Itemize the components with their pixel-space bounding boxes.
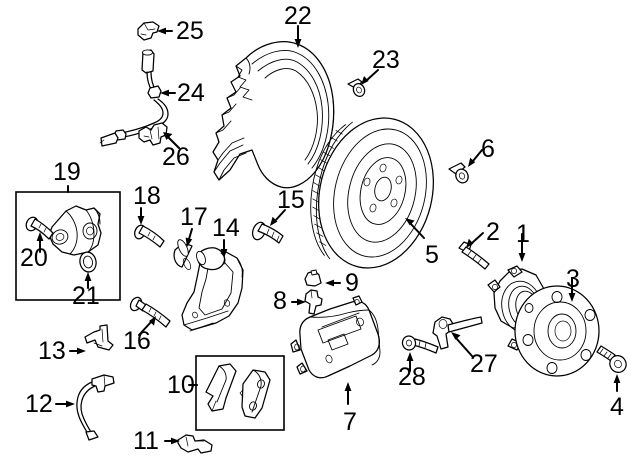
leader-11 [164, 437, 180, 445]
callout-10: 10 [167, 371, 195, 399]
leader-27 [451, 332, 473, 357]
part-3-wheel-hub-flange [514, 285, 600, 377]
part-22-brake-dust-shield [212, 41, 335, 189]
leader-1 [518, 233, 526, 262]
part-9-bleeder-cap [304, 269, 322, 287]
callout-6: 6 [481, 135, 495, 163]
callout-14: 14 [212, 214, 240, 242]
leader-3 [568, 278, 576, 302]
leader-9 [325, 279, 341, 287]
leader-17 [185, 228, 193, 247]
leader-18 [137, 207, 145, 225]
callout-17: 17 [180, 203, 208, 231]
leader-28 [406, 352, 414, 372]
part-14-caliper-mounting-bracket [181, 247, 244, 332]
part-17-guide-pin-bushing [173, 239, 193, 270]
callout-23: 23 [372, 46, 400, 74]
leader-13 [69, 347, 86, 355]
leader-2 [466, 232, 484, 248]
part-21-actuator-seal-ring [79, 251, 97, 273]
part-27-abs-sensor-head [432, 316, 483, 350]
part-4-flange-bolt [596, 345, 627, 374]
callout-11: 11 [133, 427, 159, 455]
leader-16 [138, 316, 156, 336]
part-26-wire-harness-bracket [138, 122, 168, 146]
leader-6 [468, 149, 483, 167]
part-5-brake-rotor-disc [310, 117, 434, 269]
leader-21 [84, 272, 92, 289]
callout-15: 15 [277, 186, 305, 214]
part-12-wear-sensor-wire [76, 374, 115, 441]
part-6-rotor-retaining-screw [448, 162, 469, 184]
inset-box-10 [195, 355, 285, 431]
callout-16: 16 [123, 327, 151, 355]
part-28-sensor-mounting-bolt [401, 335, 439, 354]
callout-3: 3 [566, 265, 580, 293]
leader-4 [613, 374, 621, 392]
callout-9: 9 [345, 269, 359, 297]
part-20-actuator-bolt [25, 216, 54, 240]
callout-20: 20 [20, 244, 48, 272]
part-2-hub-bolt [458, 241, 490, 270]
callout-13: 13 [38, 337, 66, 365]
leader-22 [294, 25, 302, 48]
callout-21: 21 [72, 282, 100, 310]
part-16-guide-pin-bolt [129, 296, 171, 328]
part-10-brake-pad-set [205, 363, 271, 419]
leader-24 [160, 89, 176, 97]
leader-8 [291, 298, 306, 306]
callout-8: 8 [273, 287, 287, 315]
callout-1: 1 [516, 220, 530, 248]
leader-20 [36, 232, 44, 253]
callout-19: 19 [53, 158, 81, 186]
leader-7 [344, 382, 352, 405]
part-7-brake-caliper [290, 295, 381, 379]
callout-12: 12 [25, 390, 53, 418]
leader-26 [163, 132, 180, 149]
part-25-sensor-retaining-clip [137, 21, 160, 41]
callout-7: 7 [343, 408, 357, 436]
part-8-bleeder-valve [304, 289, 323, 315]
leader-5 [405, 218, 425, 239]
callout-28: 28 [398, 363, 426, 391]
callout-5: 5 [425, 241, 439, 269]
callout-4: 4 [610, 393, 624, 421]
leader-25 [157, 27, 173, 35]
callout-2: 2 [486, 218, 500, 246]
callout-18: 18 [133, 182, 161, 210]
part-18-guide-pin [134, 224, 165, 248]
part-11-pad-wear-clip [177, 434, 213, 454]
callout-27: 27 [470, 350, 498, 378]
part-13-anti-rattle-spring [84, 324, 114, 351]
callout-24: 24 [177, 79, 205, 107]
leader-15 [270, 209, 286, 226]
part-19-parking-brake-actuator [48, 205, 102, 256]
leader-14 [220, 239, 228, 258]
leader-23 [361, 69, 379, 85]
callout-22: 22 [284, 2, 312, 30]
leader-12 [55, 400, 75, 408]
part-15-bracket-bolt [251, 221, 284, 244]
callout-25: 25 [176, 17, 204, 45]
callout-26: 26 [162, 143, 190, 171]
